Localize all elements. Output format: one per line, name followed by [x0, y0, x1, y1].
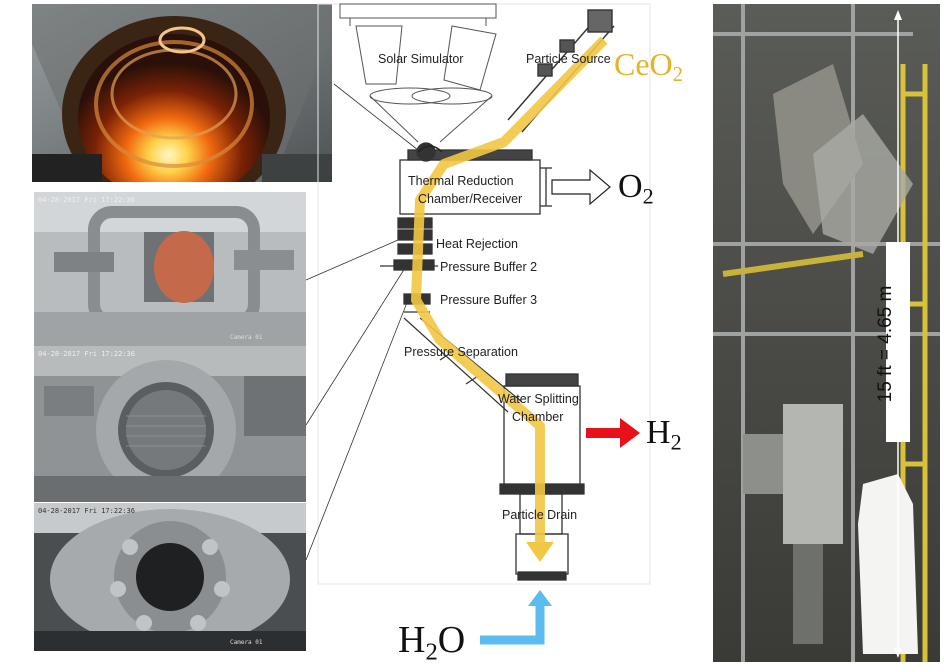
o2-label: O2 — [618, 168, 654, 210]
facility-photo: 15 ft = 4.65 m — [713, 4, 940, 662]
label-particle-drain: Particle Drain — [502, 508, 578, 522]
particle-flow-arrowhead — [526, 542, 554, 562]
ceo2-main: CeO — [614, 46, 673, 82]
h2o-sub: 2 — [425, 638, 438, 666]
h2-main: H — [646, 414, 671, 451]
receiver-glow-image — [32, 4, 332, 182]
label-chamber-receiver: Chamber/Receiver — [418, 192, 523, 206]
label-water-splitting-chamber: Chamber — [512, 410, 564, 424]
viewport-camera-photo-3: 04-28-2017 Fri 17:22:36 Camera 01 — [34, 503, 306, 651]
label-solar-simulator: Solar Simulator — [378, 52, 464, 66]
ceo2-sub: 2 — [672, 63, 684, 87]
viewport-camera-photo-1: 04-28-2017 Fri 17:22:36 Camera 01 — [34, 192, 306, 346]
viewport-camera-image-1 — [34, 192, 306, 346]
label-heat-rejection: Heat Rejection — [436, 237, 518, 251]
h2-arrow — [586, 418, 640, 448]
facility-image — [713, 4, 940, 662]
o2-arrow — [551, 168, 611, 206]
camera-timestamp-2: 04-28-2017 Fri 17:22:36 — [38, 350, 135, 358]
h2o-o: O — [437, 619, 466, 661]
viewport-camera-photo-2: 04-28-2017 Fri 17:22:36 — [34, 346, 306, 502]
h2-sub: 2 — [670, 429, 682, 455]
camera-id-3: Camera 01 — [230, 639, 263, 646]
label-pressure-separation: Pressure Separation — [404, 345, 518, 359]
label-water-splitting: Water Splitting — [498, 392, 579, 406]
solar-simulator-drawing — [339, 3, 497, 143]
viewport-camera-image-3 — [34, 503, 306, 651]
receiver-glow-photo — [32, 4, 332, 182]
h2-label: H2 — [646, 414, 682, 456]
camera-id-1: Camera 01 — [230, 334, 263, 341]
ceo2-label: CeO2 — [614, 46, 683, 87]
o2-sub: 2 — [642, 183, 654, 209]
camera-timestamp-1: 04-28-2017 Fri 17:22:36 — [38, 196, 135, 204]
label-particle-source: Particle Source — [526, 52, 611, 66]
particle-source-drawing — [507, 9, 615, 133]
h2o-h: H — [398, 619, 426, 661]
camera-timestamp-3: 04-28-2017 Fri 17:22:36 — [38, 507, 135, 515]
viewport-camera-image-2 — [34, 346, 306, 502]
buffer-column-drawing — [380, 217, 438, 313]
h2o-arrowhead — [528, 590, 552, 606]
label-pressure-buffer-2: Pressure Buffer 2 — [440, 260, 538, 274]
label-thermal-reduction: Thermal Reduction — [408, 174, 514, 188]
o2-main: O — [618, 168, 643, 205]
label-pressure-buffer-3: Pressure Buffer 3 — [440, 293, 538, 307]
h2o-arrow — [480, 604, 545, 645]
h2o-label: H2O — [398, 618, 465, 666]
height-scale-label: 15 ft = 4.65 m — [875, 285, 896, 403]
